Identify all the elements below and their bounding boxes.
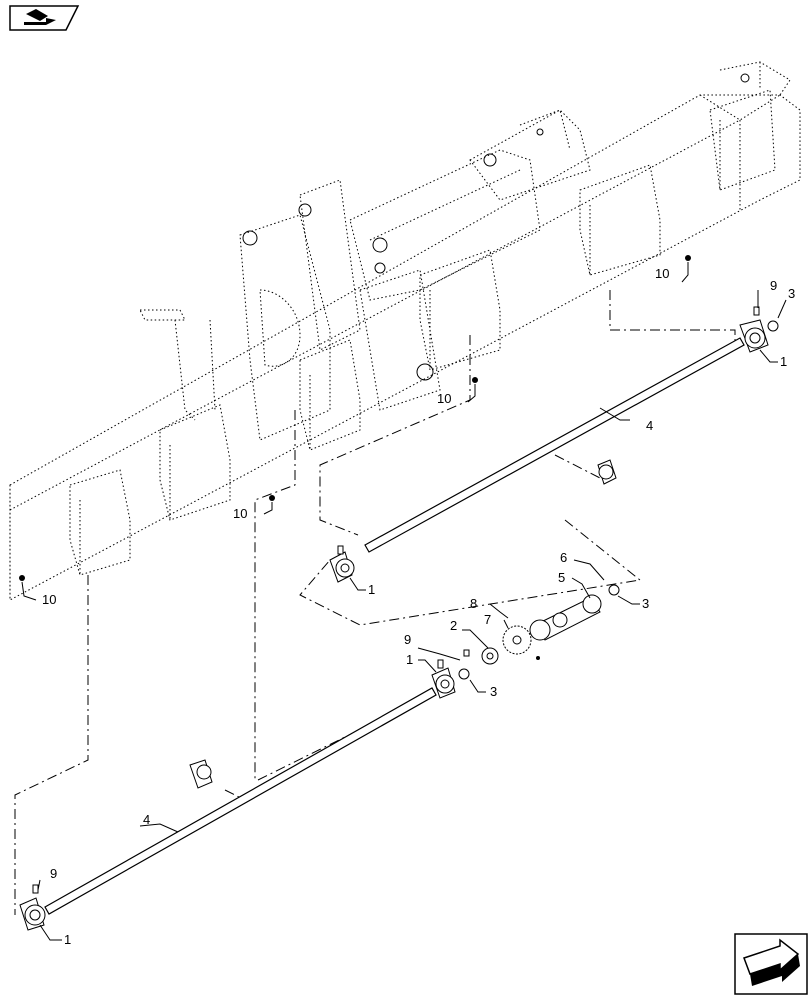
callout-10: 10 xyxy=(233,506,247,521)
bearing-upper-right xyxy=(739,306,779,353)
shaft-upper xyxy=(364,337,745,553)
idler-lower xyxy=(189,759,213,789)
callout-1: 1 xyxy=(406,652,413,667)
callout-10: 10 xyxy=(42,592,56,607)
callout-6: 6 xyxy=(560,550,567,565)
callout-4: 4 xyxy=(143,812,150,827)
callout-1: 1 xyxy=(368,582,375,597)
sprocket-7 xyxy=(502,625,540,660)
callout-3: 3 xyxy=(490,684,497,699)
callout-9: 9 xyxy=(770,278,777,293)
bearing-upper-left xyxy=(329,545,355,583)
callout-9: 9 xyxy=(404,632,411,647)
callout-9: 9 xyxy=(50,866,57,881)
frame-assembly xyxy=(9,61,801,601)
idler-upper xyxy=(597,459,617,485)
callout-8: 8 xyxy=(470,596,477,611)
next-page-arrow-icon[interactable] xyxy=(734,933,808,995)
bearing-lower-middle xyxy=(431,647,499,699)
callout-1: 1 xyxy=(780,354,787,369)
callout-group: 1 1 1 1 2 3 3 3 4 4 5 6 7 8 9 9 xyxy=(19,255,795,947)
callout-2: 2 xyxy=(450,618,457,633)
callout-10: 10 xyxy=(655,266,669,281)
callout-1: 1 xyxy=(64,932,71,947)
bearing-lower-left xyxy=(19,884,46,931)
callout-3: 3 xyxy=(788,286,795,301)
coupler-5 xyxy=(529,584,620,641)
book-page-icon[interactable] xyxy=(9,5,80,31)
guide-lines xyxy=(14,290,736,915)
callout-5: 5 xyxy=(558,570,565,585)
callout-3: 3 xyxy=(642,596,649,611)
callout-7: 7 xyxy=(484,612,491,627)
callout-10: 10 xyxy=(437,391,451,406)
shaft-lower xyxy=(44,687,437,915)
callout-4: 4 xyxy=(646,418,653,433)
